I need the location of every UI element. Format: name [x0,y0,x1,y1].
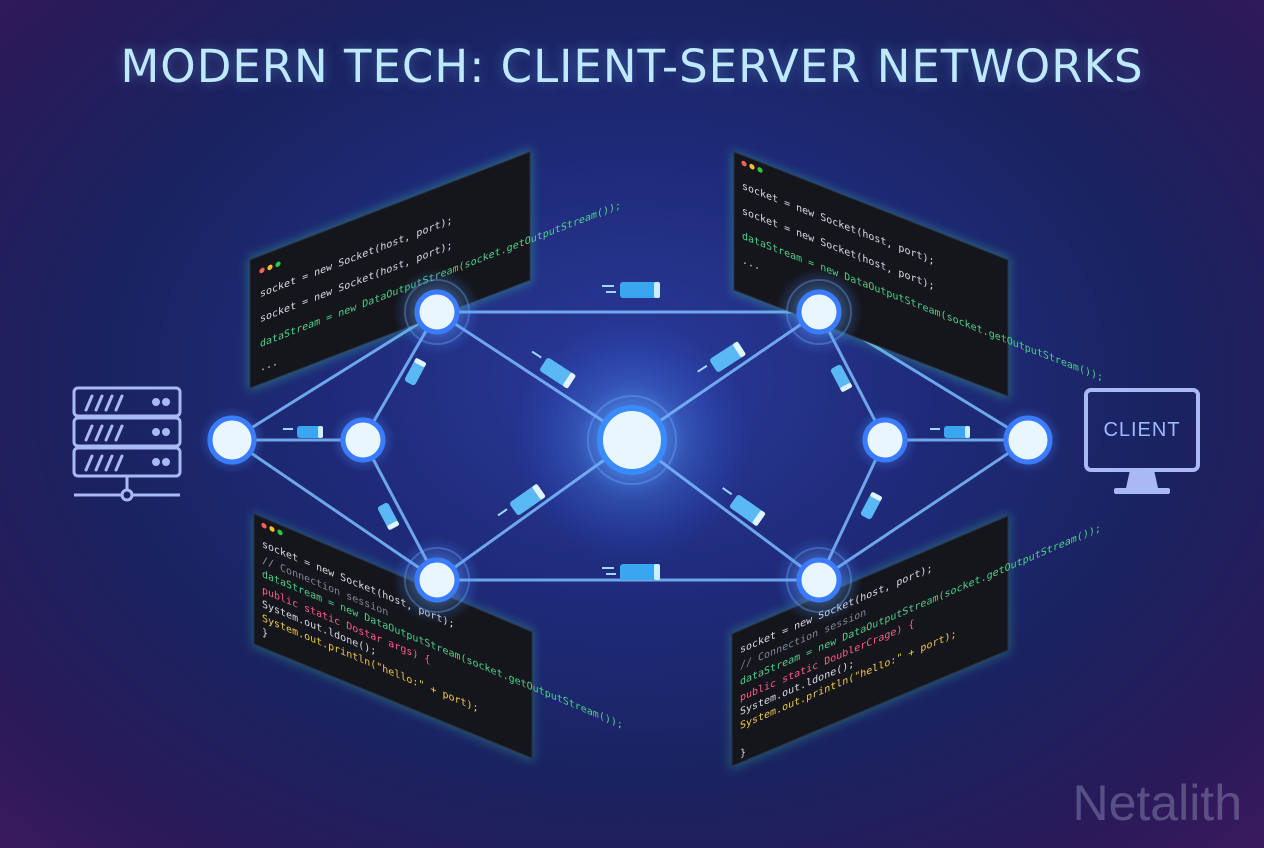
central-hub-node [576,384,688,496]
monitor-icon [1084,388,1200,494]
packet-icon [830,364,852,392]
network-node [775,268,863,356]
packet-icon [283,426,323,438]
data-packets [283,282,970,580]
packet-icon [404,358,426,386]
packet-icon [930,426,970,438]
network-node [393,268,481,356]
code-panel-top-right: socket = new Socket(host, port); socket … [732,150,1103,400]
server-rack-icon [72,386,182,502]
page-title: MODERN TECH: CLIENT-SERVER NETWORKS [120,40,1144,93]
code-panel-bottom-right: socket = new Socket(host, port); // Conn… [730,512,1101,770]
client-label: CLIENT [1103,418,1181,441]
packet-icon [377,502,399,530]
watermark: Netalith [1072,775,1242,831]
packet-icon [531,350,576,389]
network-node [198,406,266,474]
code-line: } [262,626,268,640]
network-node [331,408,395,472]
network-node [775,536,863,624]
network-nodes [198,268,1062,624]
packet-icon [497,484,546,517]
network-node [994,406,1062,474]
code-line: } [740,746,746,760]
packet-icon [602,282,660,298]
network-node [853,408,917,472]
packet-icon [722,487,766,526]
packet-icon [697,341,746,373]
packet-icon [860,492,882,520]
packet-icon [602,564,660,580]
network-node [393,536,481,624]
